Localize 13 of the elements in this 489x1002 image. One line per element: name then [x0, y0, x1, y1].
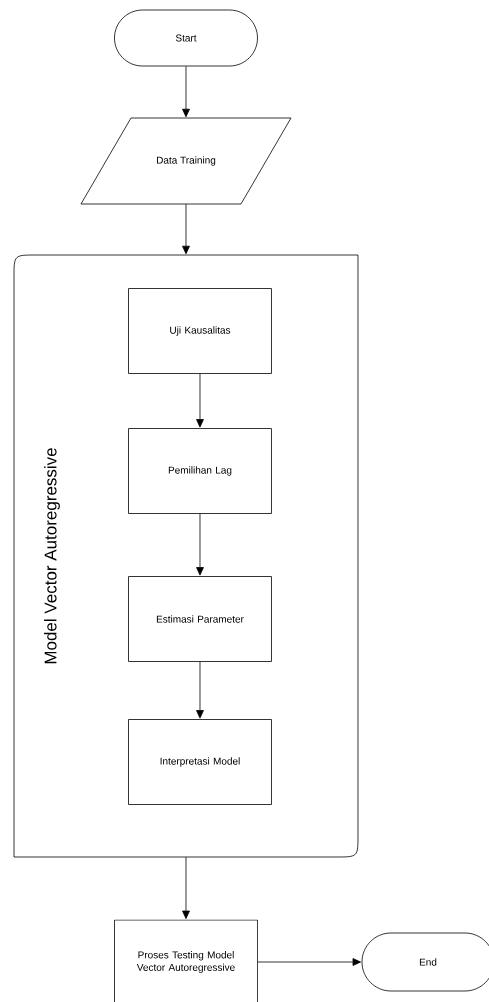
arrow	[257, 958, 361, 966]
arrow	[196, 661, 204, 719]
process-box: Pemilihan Lag	[128, 428, 272, 514]
process-box: Proses Testing Model Vector Autoregressive	[114, 919, 258, 1002]
process-box: Interpretasi Model	[128, 719, 272, 805]
arrow	[196, 513, 204, 576]
arrow	[182, 856, 190, 919]
arrow	[182, 203, 190, 255]
arrow	[196, 373, 204, 428]
process-box: Uji Kausalitas	[128, 288, 272, 374]
data-parallelogram: Data Training	[80, 117, 292, 205]
arrow	[182, 66, 190, 118]
process-box: Estimasi Parameter	[128, 576, 272, 662]
